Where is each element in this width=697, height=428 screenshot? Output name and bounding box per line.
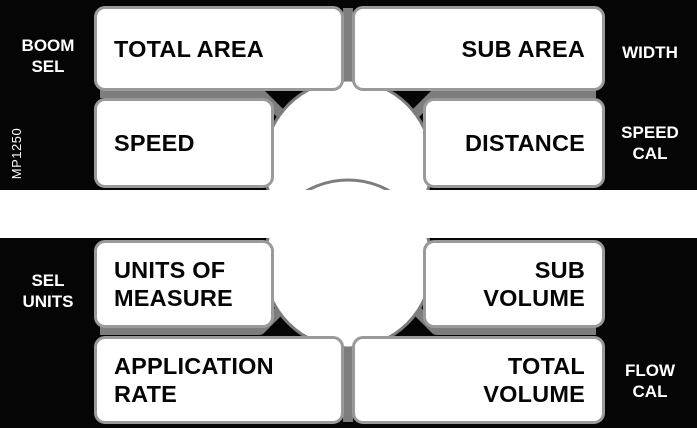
distance-label: DISTANCE [465,130,585,156]
speed-button[interactable]: SPEED [94,98,274,188]
total-area-label: TOTAL AREA [114,35,264,62]
application-rate-label: APPLICATION RATE [114,353,274,407]
units-of-measure-label: UNITS OF MEASURE [114,257,233,311]
sub-area-button[interactable]: SUB AREA [352,6,605,91]
application-rate-button[interactable]: APPLICATION RATE [94,336,344,424]
distance-button[interactable]: DISTANCE [423,98,605,188]
sub-volume-label: SUB VOLUME [483,257,585,311]
model-number: MP1250 [9,127,25,179]
total-area-button[interactable]: TOTAL AREA [94,6,344,91]
speed-label: SPEED [114,130,195,156]
total-volume-label: TOTAL VOLUME [483,353,585,407]
flow-cal-label[interactable]: FLOW CAL [624,361,676,401]
units-of-measure-button[interactable]: UNITS OF MEASURE [94,240,274,328]
sub-volume-button[interactable]: SUB VOLUME [423,240,605,328]
width-label[interactable]: WIDTH [622,43,678,62]
total-volume-button[interactable]: TOTAL VOLUME [352,336,605,424]
boom-sel-label[interactable]: BOOM SEL [21,36,75,76]
sel-units-label[interactable]: SEL UNITS [22,271,74,311]
sub-area-label: SUB AREA [461,35,585,62]
speed-cal-label[interactable]: SPEED CAL [621,123,679,163]
